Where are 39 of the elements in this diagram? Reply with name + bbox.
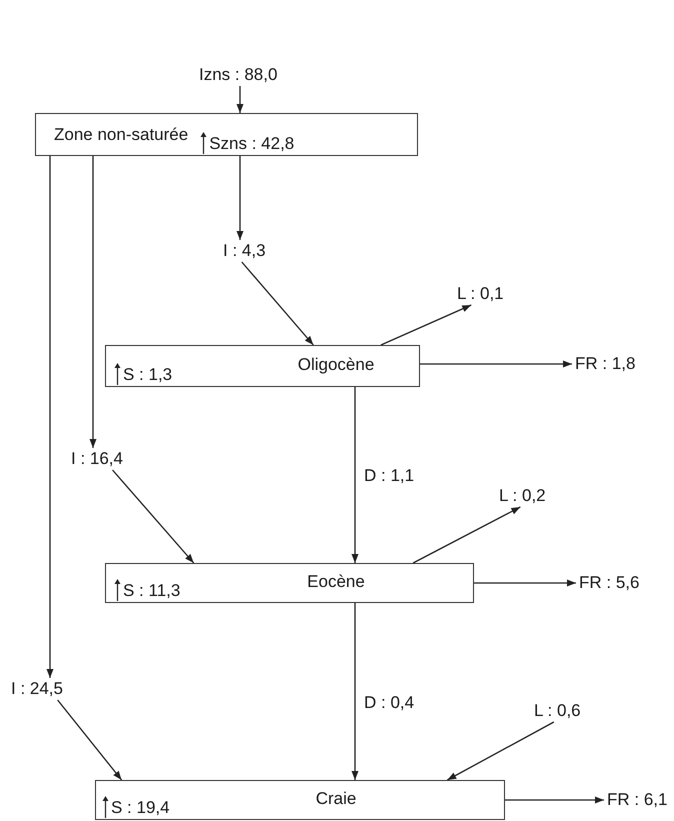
arrow [46,156,54,678]
arrow [446,721,554,781]
arrow [420,360,572,368]
arrow [241,262,314,346]
flux-label: I : 24,5 [8,678,66,700]
arrow [505,796,604,804]
layer-box [105,563,474,603]
flux-label: S : 1,3 [123,365,172,385]
flux-label: I : 16,4 [68,448,126,470]
layer-name: Zone non-saturée [54,124,188,144]
flux-label: FR : 1,8 [572,353,638,375]
layer-name: Eocène [307,572,365,592]
layer-box [95,780,505,820]
flux-label: FR : 5,6 [576,572,642,594]
flux-label: I : 4,3 [220,240,269,262]
arrow [352,387,358,563]
arrow [474,580,576,586]
arrow [412,506,521,564]
edge-label: D : 1,1 [362,466,416,486]
layer-box [105,345,420,387]
arrow [236,86,244,113]
flux-label: Izns : 88,0 [196,64,280,86]
layer-name: Oligocène [298,355,374,375]
arrow [352,603,358,780]
flux-label: FR : 6,1 [604,789,670,811]
arrow [57,700,122,780]
flux-label: S : 11,3 [123,581,180,601]
arrow [90,156,96,448]
layer-name: Craie [316,789,356,809]
flux-label: L : 0,2 [496,485,549,507]
edge-label: D : 0,4 [362,693,416,713]
arrow [236,156,244,240]
flux-label: L : 0,6 [531,700,584,722]
arrow [112,470,194,564]
flux-label: S : 19,4 [111,798,170,818]
arrow [380,304,472,346]
layer-box [35,113,418,156]
flux-label: Szns : 42,8 [209,134,294,154]
flux-label: L : 0,1 [454,283,507,305]
